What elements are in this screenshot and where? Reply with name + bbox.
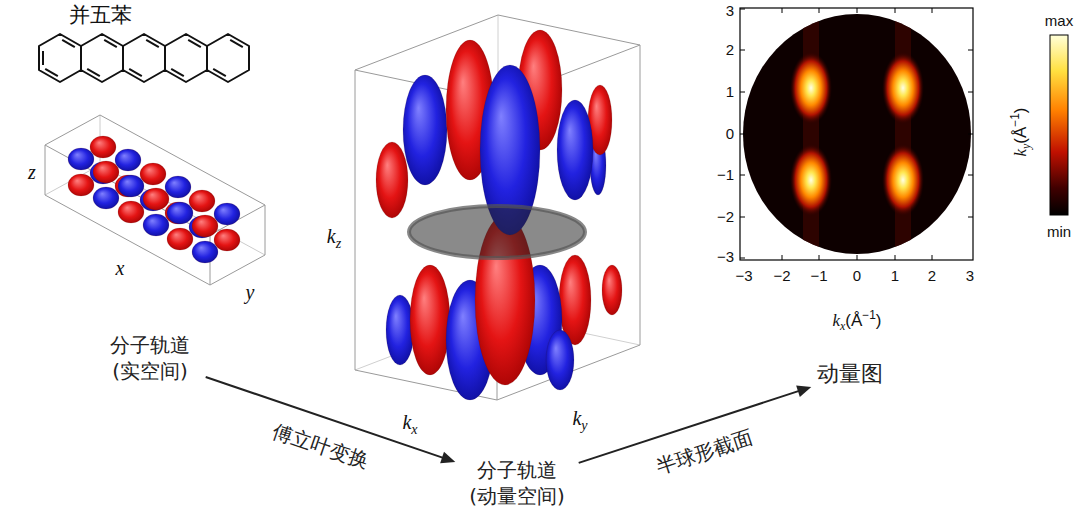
axis-label-text: z <box>336 236 341 251</box>
axis-title-text: −1 <box>862 308 876 322</box>
axis-title: kx(Å−1) <box>832 310 881 333</box>
tick-label: −2 <box>773 268 790 284</box>
axis-title-text: −1 <box>1008 113 1022 127</box>
pentacene-structure <box>39 34 249 82</box>
tick-label-text: −3 <box>735 267 752 284</box>
axis-label-text: x <box>116 257 125 279</box>
momentum-map <box>740 0 1068 270</box>
axis-label: y <box>246 282 255 302</box>
tick-label-text: 2 <box>726 41 734 58</box>
tick-label-text: −2 <box>717 208 734 225</box>
axis-label-text: z <box>28 161 36 183</box>
tick-label-text: 0 <box>853 267 861 284</box>
axis-title-text: (Å <box>1010 127 1029 144</box>
axis-label: x <box>116 258 125 278</box>
tick-label: −1 <box>717 167 734 183</box>
tick-label-text: −1 <box>810 267 827 284</box>
axis-label-text: k <box>402 411 411 433</box>
momentum-box <box>355 15 640 400</box>
realspace-box <box>45 115 265 285</box>
colorbar-label-text: min <box>1047 223 1071 240</box>
tick-label: −3 <box>717 249 734 265</box>
hemisphere-cut <box>409 206 585 258</box>
axis-title: ky(Å−1) <box>1010 107 1033 156</box>
axis-title-text: ) <box>876 310 882 329</box>
caption-node: 分子轨道 (动量空间) <box>461 457 573 509</box>
axis-label-text: x <box>411 422 417 437</box>
tick-label-text: −3 <box>717 248 734 265</box>
tick-label: 1 <box>891 268 899 284</box>
colorbar-label-text: max <box>1045 12 1073 29</box>
tick-label-text: 1 <box>726 83 734 100</box>
tick-label-text: 0 <box>726 125 734 142</box>
axis-label: kz <box>327 226 341 251</box>
caption-node: 分子轨道 (实空间) <box>100 332 200 384</box>
tick-label-text: 2 <box>928 267 936 284</box>
axis-label: ky <box>572 408 587 433</box>
tick-label: 3 <box>966 268 974 284</box>
realspace-orbital <box>68 136 240 263</box>
tick-label: 0 <box>853 268 861 284</box>
axis-title-text: k <box>1010 149 1029 157</box>
tick-label: 0 <box>726 126 734 142</box>
tick-label: −2 <box>717 209 734 225</box>
axis-label: kx <box>402 412 417 437</box>
tick-label: 3 <box>726 3 734 19</box>
tick-label: −1 <box>810 268 827 284</box>
tick-label: 2 <box>726 42 734 58</box>
tick-label-text: 1 <box>891 267 899 284</box>
axis-label: z <box>28 162 36 182</box>
axis-title-text: (Å <box>845 310 862 329</box>
tick-label-text: 3 <box>726 2 734 19</box>
tick-label: −3 <box>735 268 752 284</box>
molecule-name: 并五苯 <box>69 5 132 26</box>
momentum-orbital <box>376 30 622 400</box>
axis-label-text: k <box>327 225 336 247</box>
axis-label-text: y <box>581 418 587 433</box>
tick-label-text: −1 <box>717 166 734 183</box>
caption-node: 动量图 <box>817 360 883 389</box>
edge-label: 半球形截面 <box>650 424 758 480</box>
tick-label-text: 3 <box>966 267 974 284</box>
colorbar-label: max <box>1045 13 1073 29</box>
edge-label: 傅立叶变换 <box>267 418 375 475</box>
tick-label: 2 <box>928 268 936 284</box>
axis-title-text: x <box>840 319 845 333</box>
arrow-head <box>440 452 455 463</box>
axis-title-text: ) <box>1010 107 1029 113</box>
tick-label-text: −2 <box>773 267 790 284</box>
axis-label-text: y <box>246 281 255 303</box>
arrow-head <box>796 386 811 397</box>
tick-label: 1 <box>726 84 734 100</box>
molecule-name-text: 并五苯 <box>69 3 132 27</box>
caption-text: 分子轨道 (实空间) <box>100 332 200 384</box>
caption-text: 分子轨道 (动量空间) <box>461 457 573 509</box>
axis-label-text: k <box>572 407 581 429</box>
colorbar-label: min <box>1047 224 1071 240</box>
axis-title-text: k <box>832 310 840 329</box>
axis-title-text: y <box>1019 144 1033 149</box>
caption-text: 动量图 <box>817 360 883 389</box>
